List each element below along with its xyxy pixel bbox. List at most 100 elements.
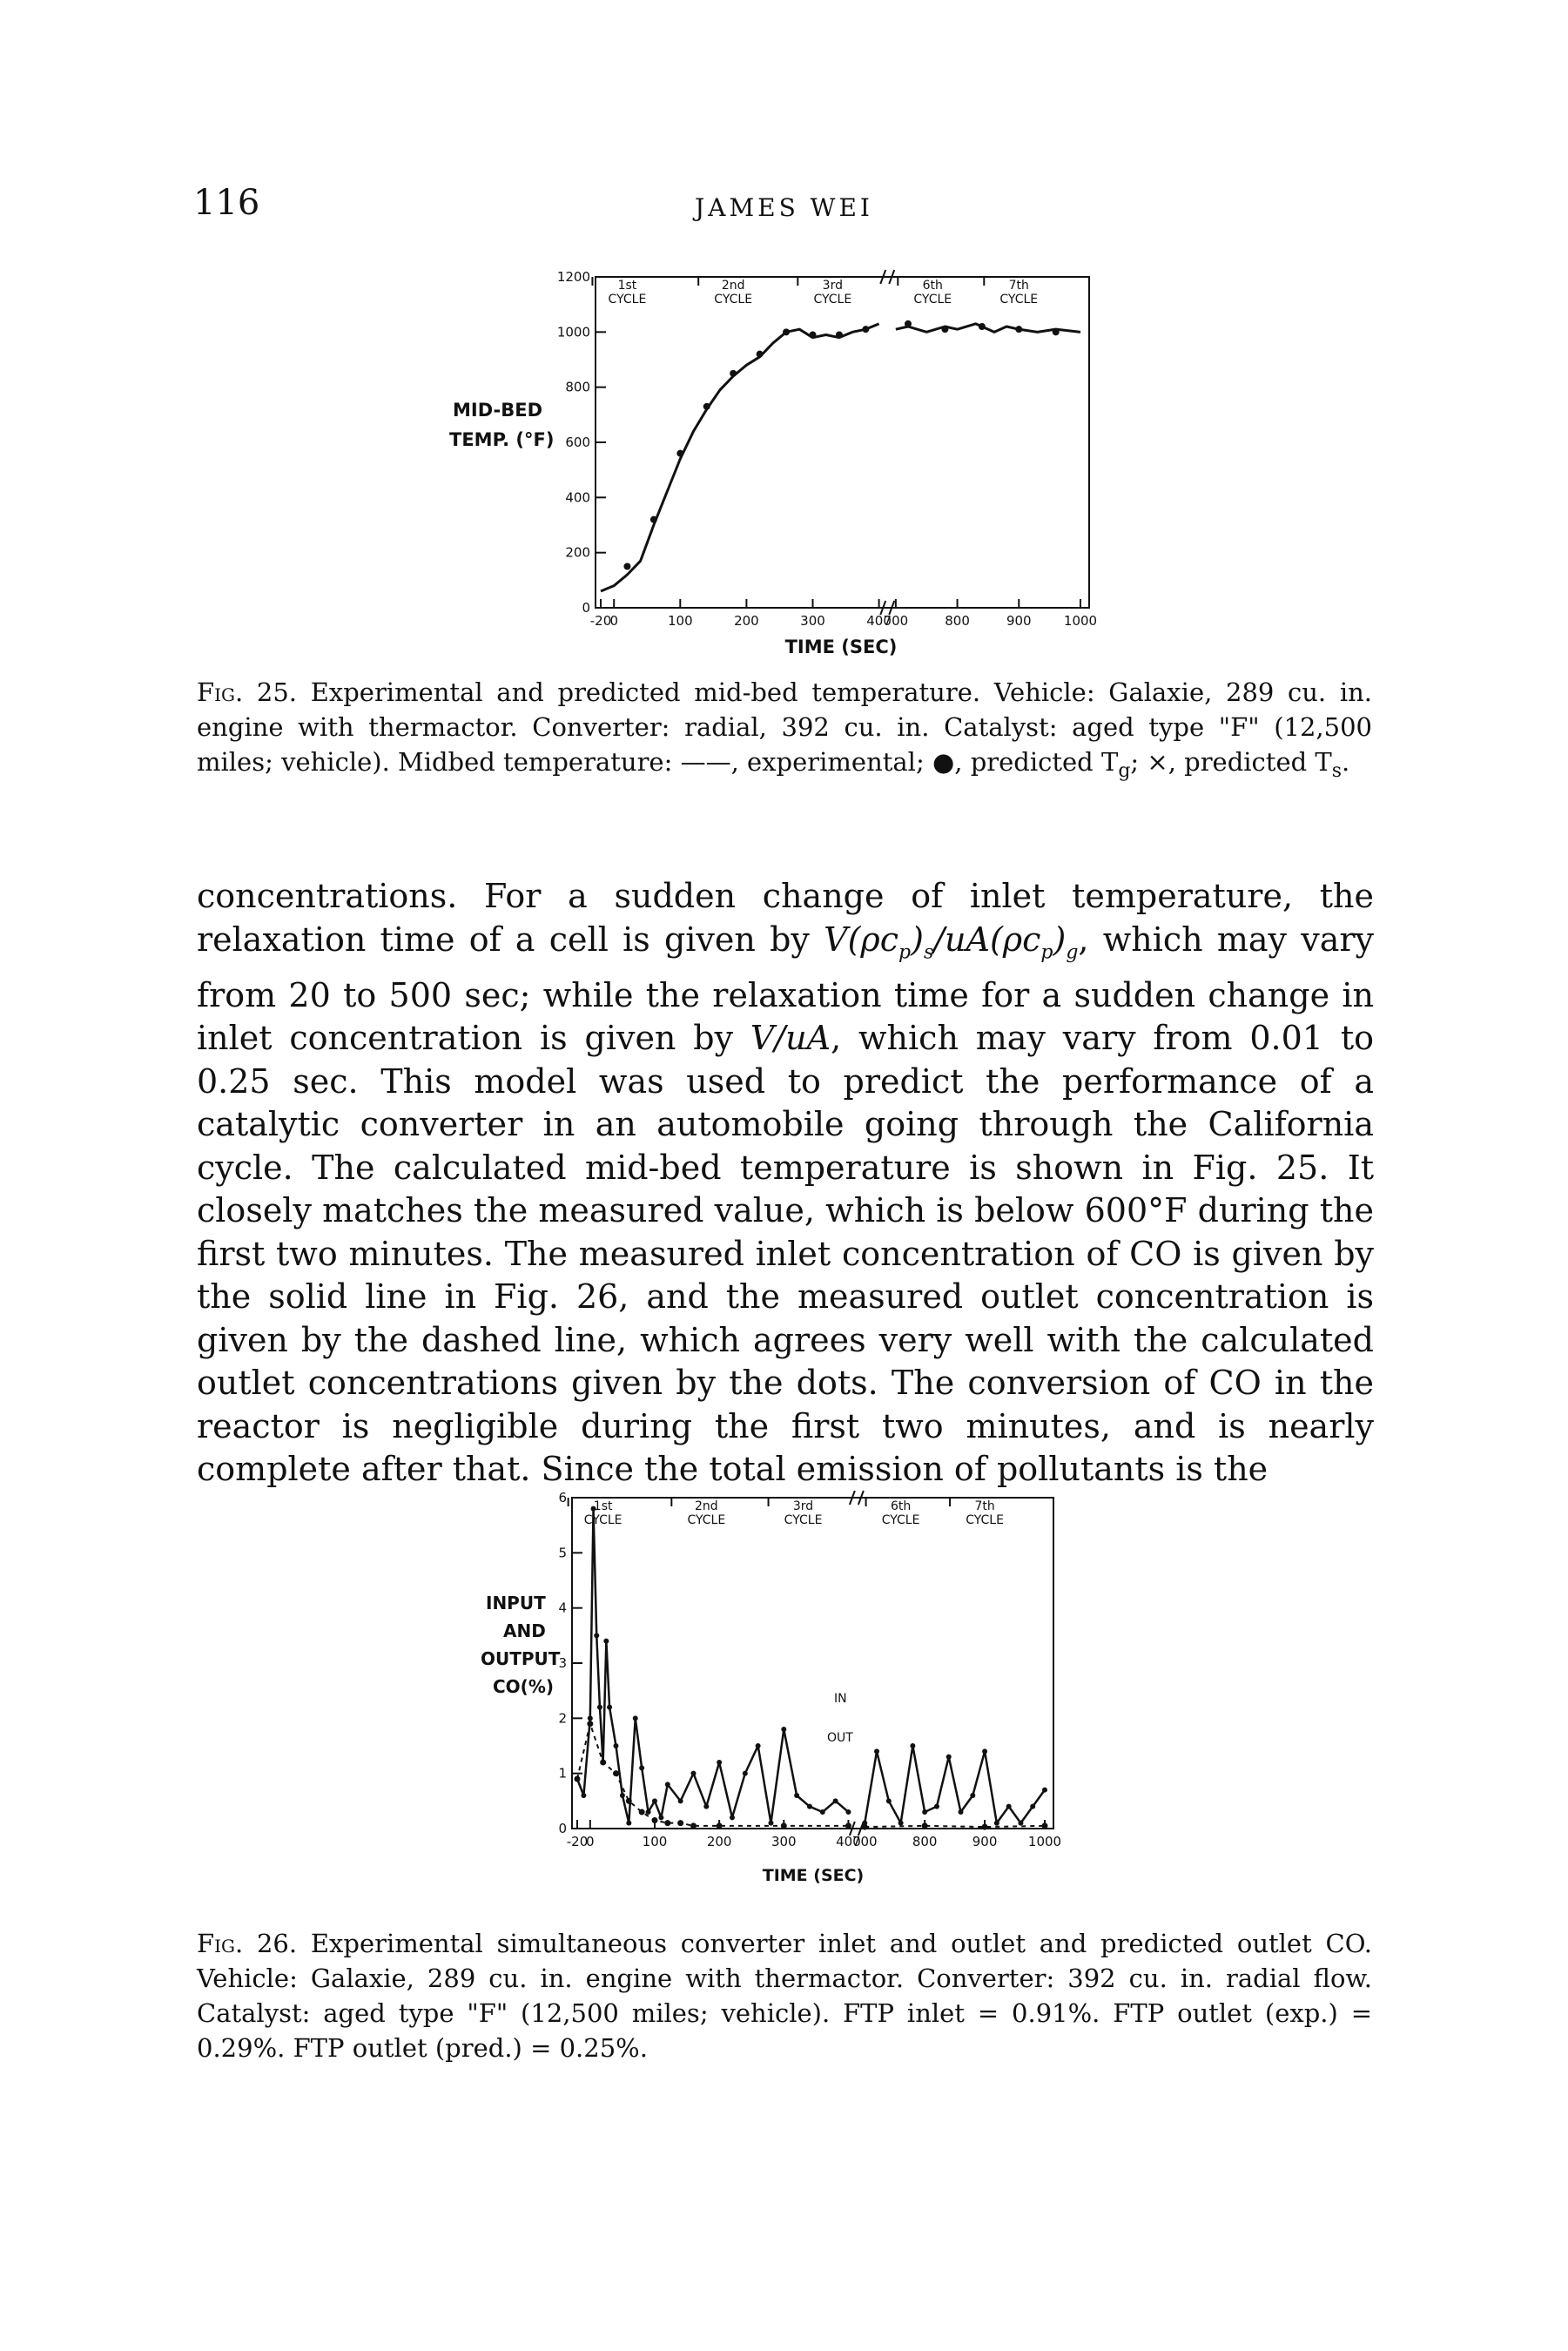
formula-subscript: s — [923, 941, 934, 964]
y-tick-label: 3 — [558, 1655, 567, 1671]
data-point-inlet — [970, 1793, 976, 1798]
data-point-inlet — [845, 1809, 851, 1815]
data-point-predicted-tg — [862, 326, 870, 333]
x-tick-label: 800 — [945, 613, 970, 629]
formula-part: ) — [1053, 920, 1067, 959]
series-label-out: OUT — [827, 1731, 853, 1745]
y-axis-label-line-3: OUTPUT — [481, 1648, 561, 1669]
cycle-label-word: CYCLE — [609, 293, 647, 307]
data-point-inlet — [832, 1798, 838, 1804]
y-tick-label: 4 — [558, 1600, 567, 1616]
axis-break-mark — [888, 600, 896, 616]
text-run: , which may vary from 20 to 500 sec; whi… — [197, 920, 1375, 1058]
x-tick-label: 1000 — [1064, 613, 1097, 629]
axis-break-mark — [848, 1821, 856, 1836]
data-point-inlet — [933, 1803, 939, 1809]
caption-text-continued: ; ×, predicted T — [1130, 747, 1332, 777]
data-point-inlet — [596, 1704, 602, 1710]
cycle-label-number: 2nd — [695, 1499, 718, 1513]
data-point-outlet-predicted — [845, 1822, 851, 1829]
caption-figure-number: Fig. 25. — [197, 677, 298, 707]
data-point-outlet-predicted — [638, 1809, 645, 1815]
page-number: 116 — [193, 183, 260, 223]
data-point-predicted-tg — [905, 320, 912, 327]
series-line-outlet — [865, 1824, 1046, 1829]
x-axis-label: TIME (SEC) — [785, 637, 898, 657]
y-tick-label: 0 — [582, 600, 590, 616]
x-tick-label: 900 — [1006, 613, 1032, 629]
x-tick-label: -20 — [590, 613, 612, 629]
data-point-outlet-predicted — [716, 1822, 723, 1829]
series-label-in: IN — [834, 1692, 847, 1706]
text-run: concentrations. For a sudden change of i… — [197, 877, 1374, 959]
y-tick-label: 6 — [558, 1490, 567, 1506]
paragraph: concentrations. For a sudden change of i… — [197, 875, 1374, 1492]
x-tick-label: 0 — [586, 1834, 595, 1849]
data-point-inlet — [768, 1820, 774, 1826]
data-point-inlet — [581, 1793, 587, 1798]
data-point-predicted-tg — [649, 515, 657, 523]
cycle-label-number: 6th — [923, 279, 943, 293]
data-point-inlet — [603, 1638, 609, 1644]
data-point-inlet — [632, 1715, 638, 1721]
figure-25-caption: Fig. 25. Experimental and predicted mid-… — [197, 675, 1372, 789]
x-tick-label: 400 — [836, 1834, 861, 1849]
cycle-label-number: 3rd — [823, 279, 843, 293]
data-point-predicted-tg — [1052, 328, 1060, 336]
data-point-inlet — [607, 1704, 613, 1710]
y-axis-label-line-1: MID-BED — [453, 400, 542, 421]
data-point-inlet — [664, 1782, 670, 1788]
formula-concentration-time: V/uA — [750, 1019, 831, 1058]
data-point-outlet-predicted — [981, 1823, 988, 1830]
x-tick-label: 100 — [643, 1834, 668, 1849]
data-point-inlet — [613, 1743, 619, 1748]
caption-figure-number: Fig. 26. — [197, 1929, 298, 1958]
caption-text: Experimental simultaneous converter inle… — [197, 1929, 1372, 2063]
data-point-inlet — [922, 1809, 928, 1815]
data-point-outlet-predicted — [677, 1820, 684, 1827]
data-point-outlet-predicted — [861, 1823, 868, 1830]
data-point-inlet — [645, 1809, 651, 1815]
cycle-label-number: 6th — [891, 1499, 911, 1513]
text-run: , which may vary from 0.01 to 0.25 sec. … — [197, 1019, 1374, 1489]
figure-26-caption: Fig. 26. Experimental simultaneous conve… — [197, 1926, 1372, 2065]
data-point-inlet — [703, 1803, 710, 1809]
data-point-inlet — [690, 1770, 697, 1776]
cycle-label-number: 2nd — [722, 279, 745, 293]
axis-break-mark — [857, 1490, 865, 1506]
data-point-inlet — [717, 1760, 723, 1765]
data-point-inlet — [1030, 1803, 1036, 1809]
data-point-predicted-tg — [809, 331, 817, 339]
x-tick-label: -20 — [567, 1834, 589, 1849]
caption-subscript: s — [1331, 759, 1343, 782]
cycle-label-number: 1st — [594, 1499, 613, 1513]
data-point-inlet — [794, 1793, 800, 1798]
y-tick-label: 1 — [558, 1766, 567, 1782]
cycle-label-number: 7th — [974, 1499, 994, 1513]
caption-text: Experimental and predicted mid-bed tempe… — [197, 677, 1372, 777]
data-point-inlet — [755, 1743, 761, 1748]
x-tick-label: 300 — [800, 613, 825, 629]
data-point-inlet — [590, 1506, 596, 1512]
cycle-label-word: CYCLE — [882, 1513, 920, 1527]
y-tick-label: 400 — [565, 489, 590, 505]
y-tick-label: 800 — [565, 380, 590, 395]
data-point-predicted-tg — [730, 369, 737, 377]
x-tick-label: 0 — [609, 613, 618, 629]
data-point-predicted-tg — [703, 402, 710, 410]
data-point-inlet — [946, 1754, 952, 1760]
data-point-inlet — [806, 1803, 812, 1809]
formula-part: V(ρc — [824, 920, 899, 959]
body-paragraph: concentrations. For a sudden change of i… — [197, 875, 1374, 1492]
axis-break-mark — [848, 1490, 856, 1506]
axis-break-mark — [879, 269, 887, 285]
data-point-predicted-tg — [978, 323, 986, 330]
x-tick-label: 100 — [668, 613, 693, 629]
data-point-predicted-tg — [783, 328, 791, 336]
data-point-inlet — [587, 1715, 593, 1721]
data-point-inlet — [658, 1815, 664, 1821]
data-point-outlet-predicted — [921, 1822, 928, 1829]
